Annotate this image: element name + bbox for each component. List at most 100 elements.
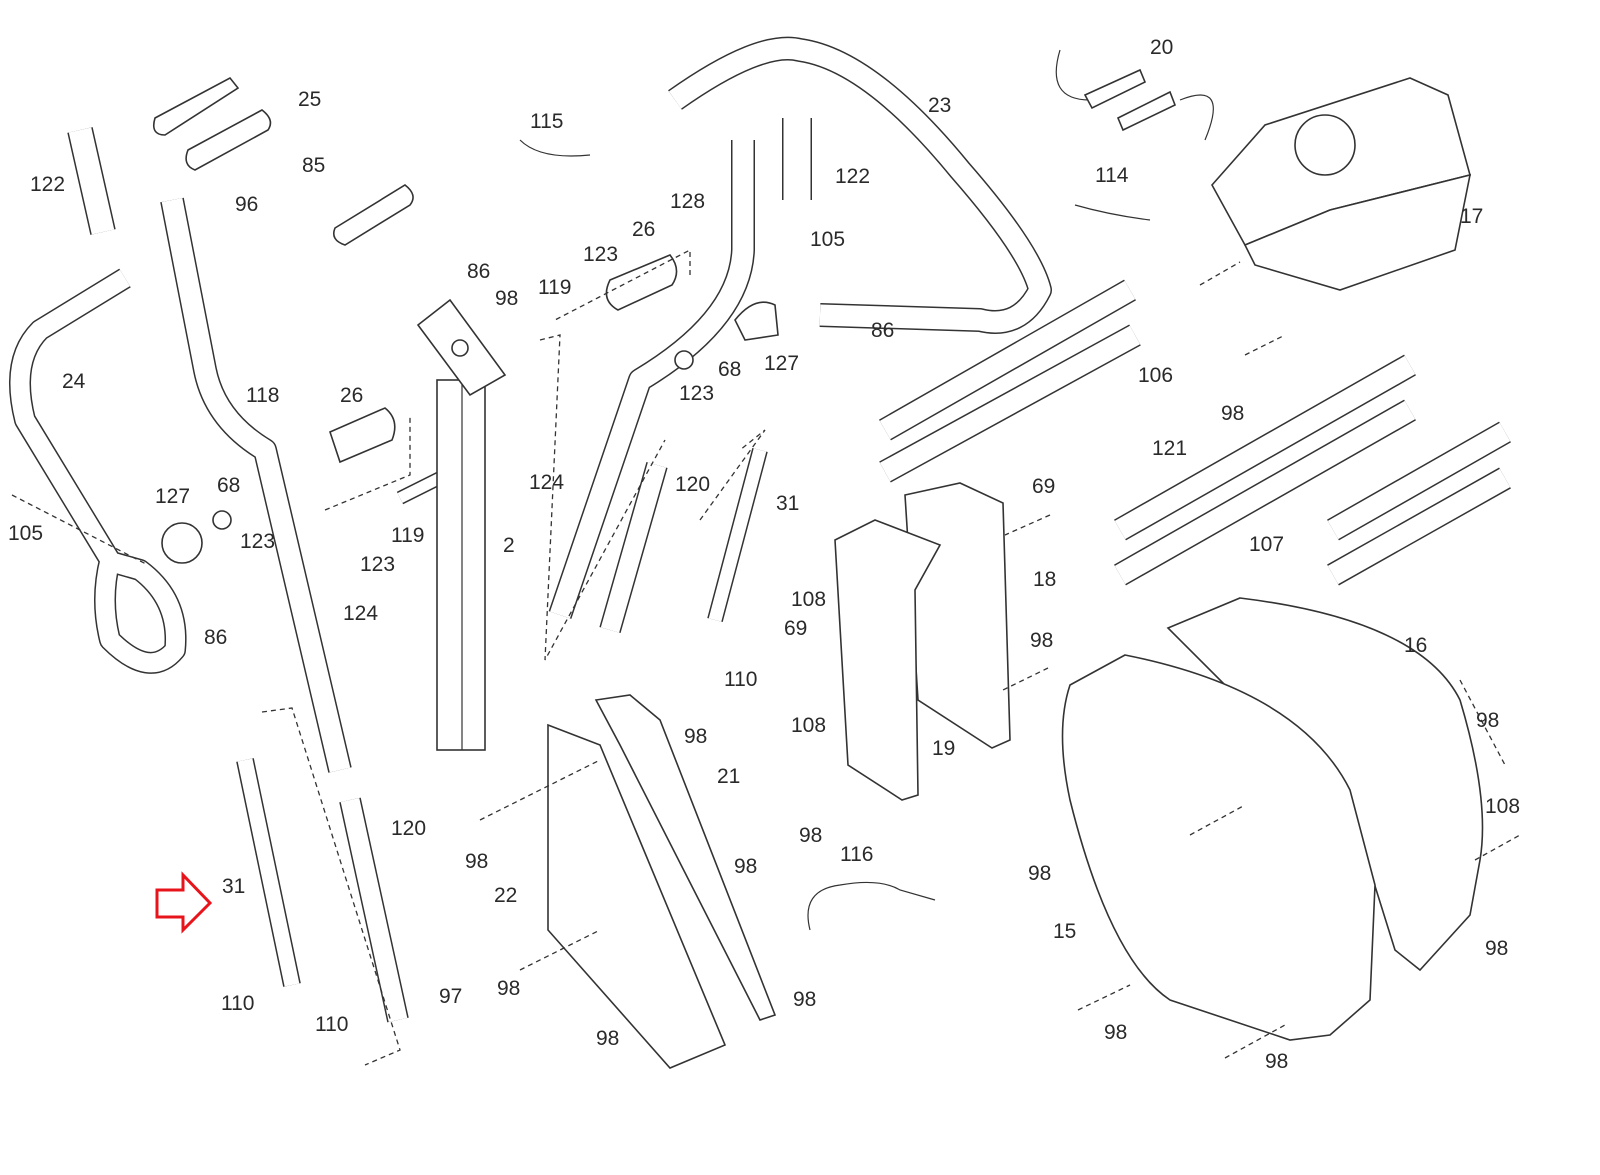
shroud-part-18 [904, 482, 1011, 749]
part-label-68: 68 [718, 358, 741, 381]
tube-parts [9, 36, 1511, 1023]
part-label-98: 98 [495, 287, 518, 310]
part-label-108: 108 [791, 588, 826, 611]
tube-fill [1114, 400, 1416, 585]
pivot-parts [161, 254, 779, 564]
part-label-22: 22 [494, 884, 517, 907]
part-label-108: 108 [1485, 795, 1520, 818]
shroud-part-19 [834, 519, 942, 801]
part-label-17: 17 [1460, 205, 1483, 228]
part-label-69: 69 [1032, 475, 1055, 498]
tube-fill [879, 280, 1136, 440]
part-label-127: 127 [155, 485, 190, 508]
part-label-98: 98 [497, 977, 520, 1000]
part-label-31: 31 [222, 875, 245, 898]
part-label-98: 98 [1265, 1050, 1288, 1073]
part-label-98: 98 [1476, 709, 1499, 732]
part-label-105: 105 [8, 522, 43, 545]
part-label-110: 110 [315, 1013, 348, 1036]
part-label-16: 16 [1404, 634, 1427, 657]
tube-fill [237, 758, 300, 987]
part-label-26: 26 [340, 384, 363, 407]
part-label-98: 98 [465, 850, 488, 873]
tube-fill [1327, 422, 1511, 540]
part-label-107: 107 [1249, 533, 1284, 556]
callout-arrow-icon [155, 871, 213, 934]
part-label-116: 116 [840, 843, 873, 866]
part-label-97: 97 [439, 985, 462, 1008]
tube-fill [1327, 468, 1511, 585]
part-label-98: 98 [1221, 402, 1244, 425]
tube-fill [708, 448, 767, 622]
part-label-96: 96 [235, 193, 258, 216]
part-label-68: 68 [217, 474, 240, 497]
part-label-21: 21 [717, 765, 740, 788]
part-label-98: 98 [1104, 1021, 1127, 1044]
part-label-123: 123 [360, 553, 395, 576]
part-label-119: 119 [391, 524, 424, 547]
part-label-98: 98 [799, 824, 822, 847]
tube-fill [161, 197, 351, 773]
part-label-123: 123 [583, 243, 618, 266]
part-label-20: 20 [1150, 36, 1173, 59]
upright-frame-part-2 [416, 298, 507, 751]
part-label-114: 114 [1095, 164, 1129, 187]
part-label-124: 124 [529, 471, 564, 494]
part-label-86: 86 [204, 626, 227, 649]
tube-fill [68, 127, 115, 235]
part-label-86: 86 [871, 319, 894, 342]
part-label-26: 26 [632, 218, 655, 241]
tube-fill [668, 38, 1051, 333]
part-label-25: 25 [298, 88, 321, 111]
shield-part-22 [547, 723, 727, 1069]
grip-part-25 [152, 76, 272, 171]
part-label-69: 69 [784, 617, 807, 640]
part-label-122: 122 [30, 173, 65, 196]
tube-fill [550, 140, 754, 619]
part-label-124: 124 [343, 602, 378, 625]
side-cover-part-15 [1061, 654, 1376, 1041]
part-label-98: 98 [734, 855, 757, 878]
part-label-128: 128 [670, 190, 705, 213]
assembly-dashed-lines [11, 248, 1521, 1066]
part-labels: 2512296858698115119123261281222320114171… [8, 36, 1520, 1073]
part-label-120: 120 [391, 817, 426, 840]
part-label-15: 15 [1053, 920, 1076, 943]
part-label-85: 85 [302, 154, 325, 177]
crossbar-part-85 [332, 184, 414, 246]
part-label-110: 110 [221, 992, 254, 1015]
part-label-98: 98 [1028, 862, 1051, 885]
part-label-121: 121 [1152, 437, 1187, 460]
part-label-110: 110 [724, 668, 757, 691]
part-label-118: 118 [246, 384, 279, 407]
shield-part-21 [594, 694, 777, 1021]
part-label-108: 108 [791, 714, 826, 737]
part-label-19: 19 [932, 737, 955, 760]
part-label-105: 105 [810, 228, 845, 251]
part-label-127: 127 [764, 352, 799, 375]
part-label-98: 98 [596, 1027, 619, 1050]
tube-fill [1114, 355, 1416, 540]
part-label-86: 86 [467, 260, 490, 283]
tube-fill [879, 325, 1141, 482]
part-label-24: 24 [62, 370, 86, 393]
part-label-31: 31 [776, 492, 799, 515]
part-label-98: 98 [684, 725, 707, 748]
part-label-123: 123 [679, 382, 714, 405]
console-part-17 [1211, 77, 1472, 291]
tube-fill [10, 269, 186, 673]
tube-fill [340, 797, 408, 1023]
part-label-18: 18 [1033, 568, 1056, 591]
part-label-2: 2 [503, 534, 515, 557]
part-label-122: 122 [835, 165, 870, 188]
part-label-98: 98 [1030, 629, 1053, 652]
tube-fill [600, 462, 667, 633]
part-label-98: 98 [793, 988, 816, 1011]
part-label-23: 23 [928, 94, 951, 117]
part-label-119: 119 [538, 276, 571, 299]
part-label-120: 120 [675, 473, 710, 496]
part-label-98: 98 [1485, 937, 1508, 960]
part-label-123: 123 [240, 530, 275, 553]
part-label-106: 106 [1138, 364, 1173, 387]
